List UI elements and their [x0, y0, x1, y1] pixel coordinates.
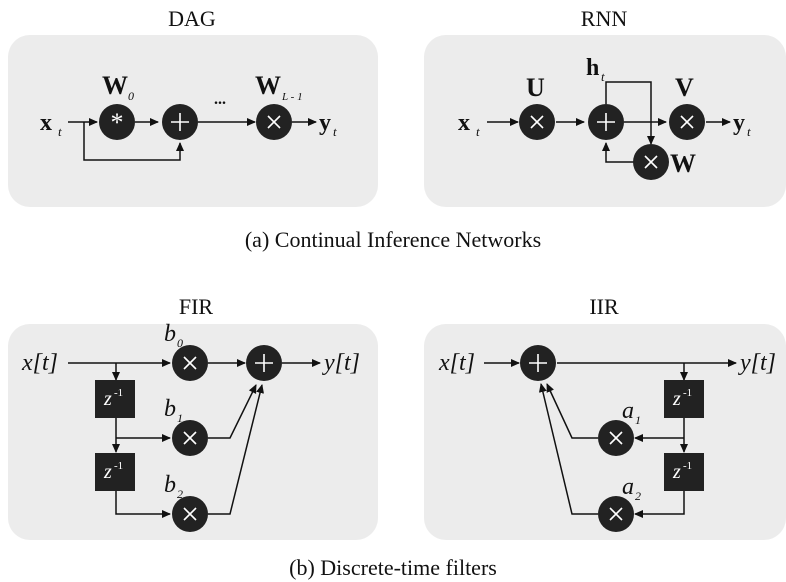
fir-wire-b2-sum — [208, 384, 264, 515]
dag-panel: DAG x t * W 0 ... W L - 1 y t — [8, 6, 378, 207]
iir-panel: IIR x[t] z -1 z -1 a 1 — [424, 294, 786, 540]
multiply-icon — [680, 115, 694, 129]
dag-ellipsis: ... — [214, 91, 226, 108]
iir-input-label: x[t] — [438, 350, 475, 376]
iir-wire-a2-sum — [538, 383, 598, 515]
rnn-input-label: x — [458, 110, 470, 136]
iir-delay-2-label: z — [672, 461, 681, 483]
dag-input-label: x — [40, 110, 52, 136]
rnn-u-label: U — [526, 73, 545, 102]
dag-add-node — [162, 104, 198, 140]
fir-b0-node — [172, 345, 208, 381]
multiply-icon — [183, 356, 197, 370]
iir-delay-2-sup: -1 — [683, 460, 692, 472]
fir-input-label: x[t] — [21, 350, 58, 376]
rnn-v-node — [669, 104, 705, 140]
rnn-panel: RNN x t U h t V W y t — [424, 6, 786, 207]
iir-delay-2: z -1 — [664, 453, 704, 491]
rnn-wire-hidden-loop — [605, 81, 655, 145]
iir-delay-1-sup: -1 — [683, 387, 692, 399]
caption-bottom: (b) Discrete-time filters — [289, 555, 497, 580]
iir-output-label: y[t] — [738, 350, 776, 376]
dag-output-sub: t — [333, 124, 337, 139]
iir-delay-1-label: z — [672, 388, 681, 410]
dag-output-label: y — [319, 110, 331, 136]
iir-a1-label: a — [622, 398, 634, 424]
multiply-icon — [530, 115, 544, 129]
fir-delay-1-label: z — [103, 388, 112, 410]
dag-title: DAG — [168, 6, 216, 31]
multiply-icon — [183, 507, 197, 521]
caption-top: (a) Continual Inference Networks — [245, 227, 541, 252]
rnn-title: RNN — [581, 6, 628, 31]
fir-wire-b1-sum — [208, 384, 257, 439]
plus-icon — [597, 113, 615, 131]
fir-title: FIR — [179, 294, 214, 319]
dag-wl-label: W — [255, 71, 281, 100]
fir-b0-label: b — [164, 321, 176, 347]
multiply-icon — [609, 431, 623, 445]
iir-a1-node — [598, 420, 634, 456]
fir-output-label: y[t] — [322, 350, 360, 376]
dag-input-sub: t — [58, 124, 62, 139]
rnn-h-label: h — [586, 55, 599, 81]
multiply-icon — [644, 155, 658, 169]
fir-b1-sub: 1 — [177, 411, 183, 425]
dag-w0-label: W — [102, 71, 128, 100]
iir-a2-sub: 2 — [635, 489, 641, 503]
iir-delay-1: z -1 — [664, 380, 704, 418]
iir-sum-node — [520, 345, 556, 381]
multiply-icon — [609, 507, 623, 521]
rnn-u-node — [519, 104, 555, 140]
multiply-icon — [267, 115, 281, 129]
rnn-h-sub: t — [601, 69, 605, 84]
plus-icon — [255, 354, 273, 372]
fir-b1-node — [172, 420, 208, 456]
dag-wire-skip — [83, 122, 184, 161]
fir-b2-label: b — [164, 472, 176, 498]
dag-mul-node — [256, 104, 292, 140]
iir-title: IIR — [589, 294, 619, 319]
rnn-wire-recurrent — [602, 142, 634, 163]
iir-a2-node — [598, 496, 634, 532]
plus-icon — [171, 113, 189, 131]
multiply-icon — [183, 431, 197, 445]
fir-sum-node — [246, 345, 282, 381]
plus-icon — [529, 354, 547, 372]
fir-b2-node — [172, 496, 208, 532]
fir-delay-2-label: z — [103, 461, 112, 483]
asterisk-icon: * — [111, 108, 124, 137]
rnn-input-sub: t — [476, 124, 480, 139]
dag-wl-sub: L - 1 — [281, 91, 303, 103]
fir-wire-b2 — [115, 490, 171, 518]
rnn-v-label: V — [675, 73, 694, 102]
fir-b2-sub: 2 — [177, 487, 183, 501]
rnn-add-node — [588, 104, 624, 140]
fir-delay-1: z -1 — [95, 380, 135, 418]
fir-b1-label: b — [164, 396, 176, 422]
iir-a2-label: a — [622, 474, 634, 500]
dag-w0-sub: 0 — [128, 89, 134, 103]
iir-wire-a2 — [634, 490, 685, 518]
rnn-output-sub: t — [747, 124, 751, 139]
rnn-w-node — [633, 144, 669, 180]
fir-delay-2-sup: -1 — [114, 460, 123, 472]
rnn-output-label: y — [733, 110, 745, 136]
fir-b0-sub: 0 — [177, 336, 183, 350]
rnn-w-label: W — [670, 149, 696, 178]
fir-delay-2: z -1 — [95, 453, 135, 491]
fir-panel: FIR x[t] z -1 z -1 b 0 b — [8, 294, 378, 540]
iir-wire-a1-sum — [546, 383, 598, 439]
iir-a1-sub: 1 — [635, 413, 641, 427]
dag-conv-node: * — [99, 104, 135, 140]
fir-delay-1-sup: -1 — [114, 387, 123, 399]
